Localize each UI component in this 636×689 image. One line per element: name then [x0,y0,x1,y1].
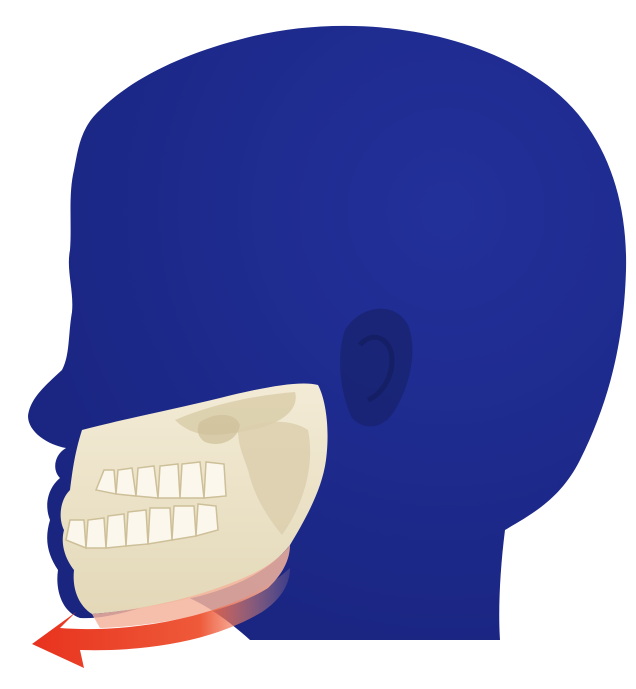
jaw-diagram [0,0,636,689]
diagram-stage [0,0,636,689]
